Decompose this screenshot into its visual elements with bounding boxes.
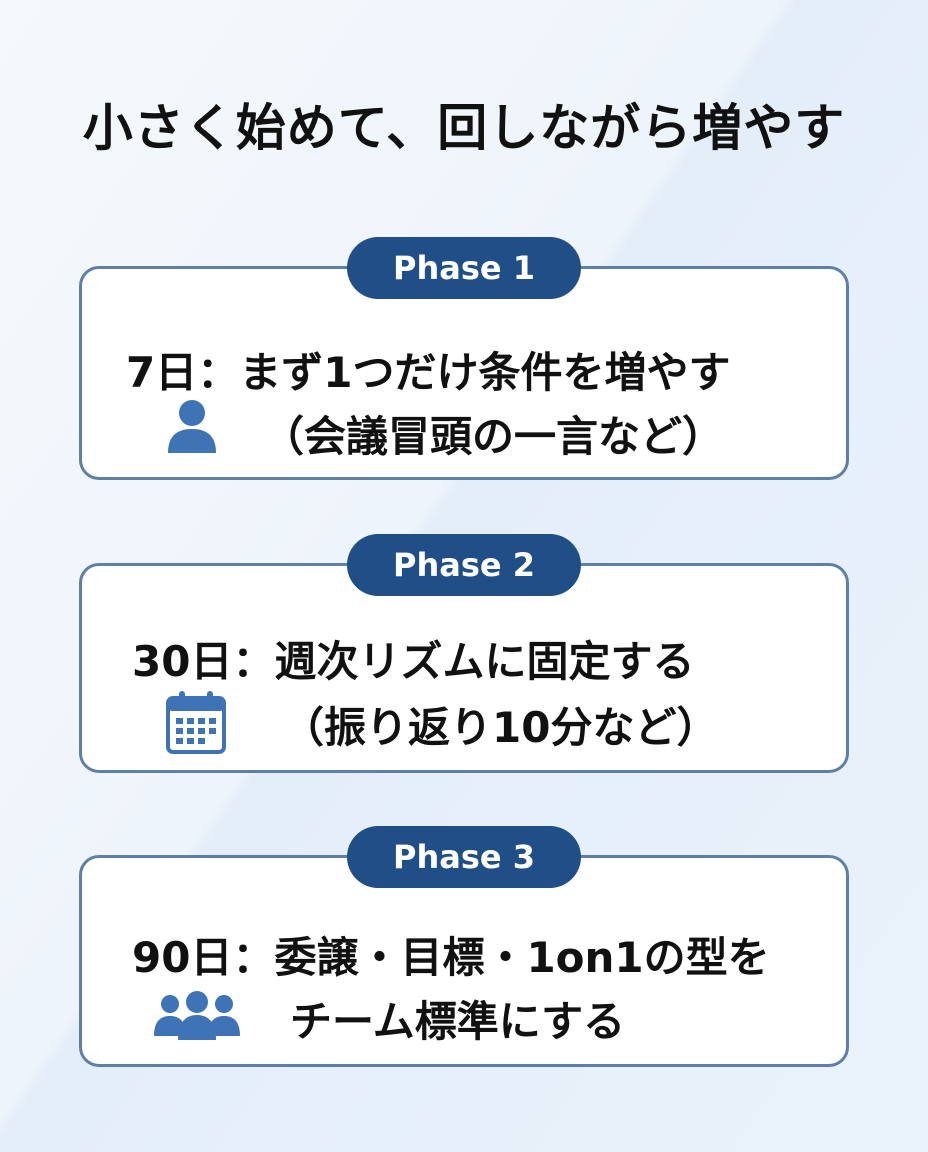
calendar-icon <box>166 691 226 754</box>
phase-1-line-2: （会議冒頭の一言など） <box>262 412 725 461</box>
team-icon <box>154 991 240 1040</box>
phase-2-card: 30日：週次リズムに固定する （振り返り10分など） <box>79 563 849 773</box>
page-title: 小さく始めて、回しながら増やす <box>82 99 846 157</box>
phase-3-badge: Phase 3 <box>347 826 581 888</box>
phase-1-line-1: 7日：まず1つだけ条件を増やす <box>126 348 731 397</box>
phase-3-line-2: チーム標準にする <box>290 997 626 1046</box>
person-icon <box>168 400 216 453</box>
phase-2-line-1: 30日：週次リズムに固定する <box>132 637 695 686</box>
phase-2-line-2: （振り返り10分など） <box>282 703 719 752</box>
phase-3-card: 90日：委譲・目標・1on1の型を チーム標準にする <box>79 855 849 1067</box>
phase-3-line-1: 90日：委譲・目標・1on1の型を <box>132 933 770 982</box>
phase-1-card: 7日：まず1つだけ条件を増やす （会議冒頭の一言など） <box>79 266 849 480</box>
phase-2-badge: Phase 2 <box>347 534 581 596</box>
phase-1-badge: Phase 1 <box>347 237 581 299</box>
